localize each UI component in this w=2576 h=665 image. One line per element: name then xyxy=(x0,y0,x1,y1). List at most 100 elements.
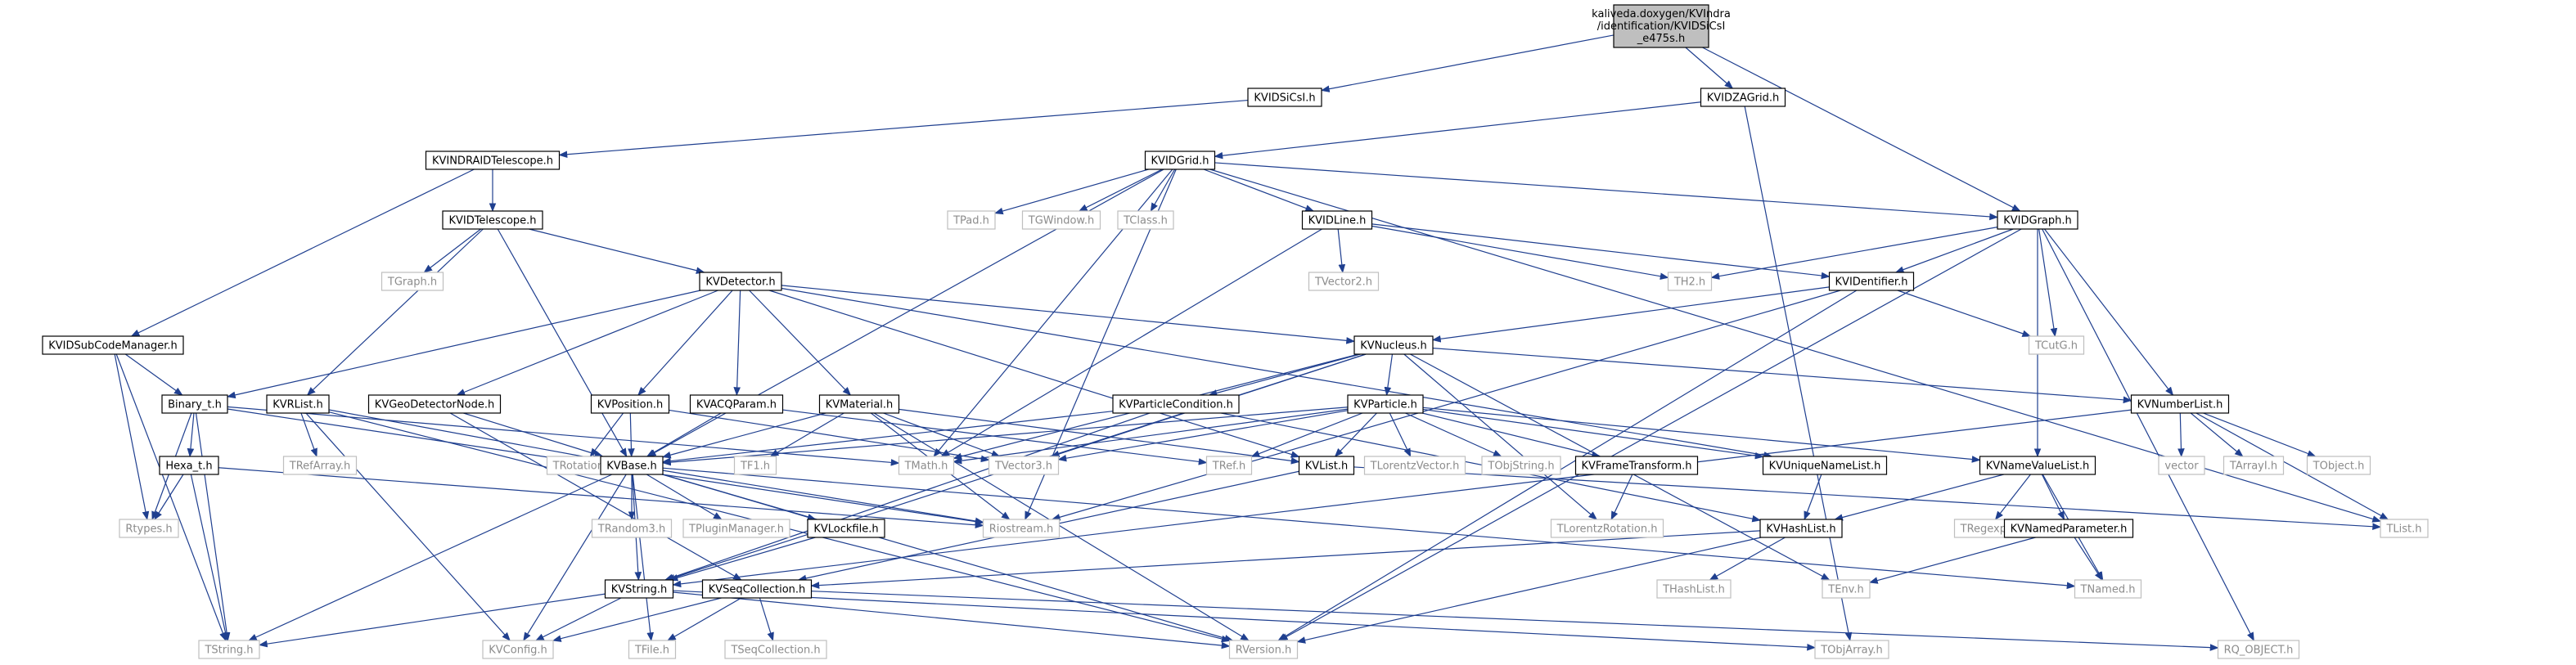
node-kvnumberlist[interactable]: KVNumberList.h xyxy=(2130,394,2230,414)
node-kvacqparam[interactable]: KVACQParam.h xyxy=(689,394,784,414)
node-tobjarray[interactable]: TObjArray.h xyxy=(1814,640,1889,659)
node-tref[interactable]: TRef.h xyxy=(1205,456,1253,475)
node-kvidgraph[interactable]: KVIDGraph.h xyxy=(1997,210,2078,230)
node-tmath[interactable]: TMath.h xyxy=(898,456,955,475)
node-thashlist[interactable]: THashList.h xyxy=(1656,579,1732,599)
node-riostream[interactable]: Riostream.h xyxy=(982,519,1061,538)
node-kvidzagrid[interactable]: KVIDZAGrid.h xyxy=(1700,88,1786,107)
node-kvdetector[interactable]: KVDetector.h xyxy=(699,272,782,291)
node-box-kvnucleus xyxy=(1353,335,1434,355)
edge-kvparticle-to-kvframetransform xyxy=(1421,412,1601,458)
node-tstring[interactable]: TString.h xyxy=(198,640,260,659)
node-kvidsubcodemanager[interactable]: KVIDSubCodeManager.h xyxy=(42,335,184,355)
node-label-tpad: TPad.h xyxy=(952,215,989,227)
node-kvnamedparameter[interactable]: KVNamedParameter.h xyxy=(2003,519,2134,538)
edge-kvidgraph-to-rversion xyxy=(1278,228,2022,641)
node-th2[interactable]: TH2.h xyxy=(1667,272,1713,291)
node-tobject[interactable]: TObject.h xyxy=(2306,456,2371,475)
node-tlorentzvector[interactable]: TLorentzVector.h xyxy=(1363,456,1466,475)
node-vector[interactable]: vector xyxy=(2158,456,2205,475)
node-kvmaterial[interactable]: KVMaterial.h xyxy=(818,394,900,414)
node-trandom3[interactable]: TRandom3.h xyxy=(591,519,673,538)
edge-kvnucleus-to-kvnumberlist xyxy=(1432,347,2132,404)
node-tarrayi[interactable]: TArrayI.h xyxy=(2222,456,2285,475)
node-tgraph[interactable]: TGraph.h xyxy=(381,272,444,291)
node-tvector3[interactable]: TVector3.h xyxy=(988,456,1060,475)
node-kvconfig[interactable]: KVConfig.h xyxy=(482,640,554,659)
root-node[interactable]: kaliveda.doxygen/KVIndra /identification… xyxy=(1592,4,1731,48)
node-box-kvparticlecondition xyxy=(1112,394,1240,414)
node-box-vector xyxy=(2158,456,2205,475)
node-kvlist[interactable]: KVList.h xyxy=(1298,456,1355,475)
node-trefarray[interactable]: TRefArray.h xyxy=(282,456,358,475)
node-box-tobject xyxy=(2306,456,2371,475)
node-kvindraidtelescope[interactable]: KVINDRAIDTelescope.h xyxy=(425,151,561,170)
node-tnamed[interactable]: TNamed.h xyxy=(2074,579,2142,599)
node-label-tmath: TMath.h xyxy=(904,461,948,473)
node-kvidgrid[interactable]: KVIDGrid.h xyxy=(1144,151,1216,170)
edge-kvparticlecondition-to-kvbase xyxy=(661,411,1114,465)
node-kvbase[interactable]: KVBase.h xyxy=(600,456,664,475)
node-binary_t[interactable]: Binary_t.h xyxy=(161,394,228,414)
node-kvseqcollection[interactable]: KVSeqCollection.h xyxy=(701,579,813,599)
node-kvgeodetectornode[interactable]: KVGeoDetectorNode.h xyxy=(367,394,502,414)
edge-kvidtelescope-to-kvdetector xyxy=(529,228,705,274)
node-box-kvconfig xyxy=(482,640,554,659)
node-kvidline[interactable]: KVIDLine.h xyxy=(1301,210,1373,230)
node-kvposition[interactable]: KVPosition.h xyxy=(590,394,670,414)
node-label-kvnamedparameter: KVNamedParameter.h xyxy=(2011,523,2128,536)
node-tf1[interactable]: TF1.h xyxy=(733,456,777,475)
node-kvhashlist[interactable]: KVHashList.h xyxy=(1759,519,1843,538)
node-tlorentzrotation[interactable]: TLorentzRotation.h xyxy=(1550,519,1664,538)
edge-kvmaterial-to-kvlist xyxy=(898,408,1300,465)
edge-kvposition-to-kvbase xyxy=(628,412,635,458)
node-tobjstring[interactable]: TObjString.h xyxy=(1481,456,1561,475)
node-label-kvnumberlist: KVNumberList.h xyxy=(2137,399,2223,411)
node-label-trandom3: TRandom3.h xyxy=(597,523,665,536)
edge-kvstring-to-kvconfig xyxy=(535,597,622,641)
node-kvparticlecondition[interactable]: KVParticleCondition.h xyxy=(1112,394,1240,414)
node-rtypes[interactable]: Rtypes.h xyxy=(119,519,179,538)
node-box-kvidentifier xyxy=(1828,272,1915,291)
node-kvnucleus[interactable]: KVNucleus.h xyxy=(1353,335,1434,355)
node-tenv[interactable]: TEnv.h xyxy=(1822,579,1871,599)
node-box-rq_object xyxy=(2217,640,2300,659)
node-kvidentifier[interactable]: KVIDentifier.h xyxy=(1828,272,1915,291)
node-rversion[interactable]: RVersion.h xyxy=(1228,640,1299,659)
node-kvstring[interactable]: KVString.h xyxy=(604,579,674,599)
node-kvframetransform[interactable]: KVFrameTransform.h xyxy=(1574,456,1699,475)
node-label-kvhashlist: KVHashList.h xyxy=(1766,523,1835,536)
node-tseqcollection[interactable]: TSeqCollection.h xyxy=(724,640,827,659)
node-label-tpluginmanager: TPluginManager.h xyxy=(688,523,784,536)
node-kvrlist[interactable]: KVRList.h xyxy=(266,394,330,414)
node-tcutg[interactable]: TCutG.h xyxy=(2028,335,2085,355)
node-tlist[interactable]: TList.h xyxy=(2380,519,2429,538)
node-kvidtelescope[interactable]: KVIDTelescope.h xyxy=(442,210,543,230)
node-box-thashlist xyxy=(1656,579,1732,599)
node-kvparticle[interactable]: KVParticle.h xyxy=(1347,394,1424,414)
node-tpluginmanager[interactable]: TPluginManager.h xyxy=(682,519,790,538)
node-kvuniquenamelist[interactable]: KVUniqueNameList.h xyxy=(1762,456,1888,475)
node-tfile[interactable]: TFile.h xyxy=(628,640,677,659)
node-tvector2[interactable]: TVector2.h xyxy=(1308,272,1380,291)
node-kvnamevaluelist[interactable]: KVNameValueList.h xyxy=(1979,456,2096,475)
node-rq_object[interactable]: RQ_OBJECT.h xyxy=(2217,640,2300,659)
node-box-kvuniquenamelist xyxy=(1762,456,1888,475)
node-tclass[interactable]: TClass.h xyxy=(1117,210,1174,230)
edge-kvdetector-to-kvuniquenamelist xyxy=(781,287,1773,459)
node-label-tf1: TF1.h xyxy=(740,461,770,473)
node-hexa_t[interactable]: Hexa_t.h xyxy=(159,456,219,475)
node-tpad[interactable]: TPad.h xyxy=(947,210,996,230)
edge-kvnamedparameter-to-tnamed xyxy=(2074,537,2103,581)
edge-kvidline-to-tvector2 xyxy=(1337,228,1346,274)
node-kvlockfile[interactable]: KVLockfile.h xyxy=(807,519,885,538)
node-kvidsicsi[interactable]: KVIDSiCsI.h xyxy=(1247,88,1322,107)
node-label-tlorentzrotation: TLorentzRotation.h xyxy=(1556,523,1658,536)
edge-kvdetector-to-kvlist xyxy=(768,290,1300,458)
node-tgwindow[interactable]: TGWindow.h xyxy=(1021,210,1101,230)
edge-kvidline-to-tmath xyxy=(940,228,1322,457)
edge-kvbase-to-kvconfig xyxy=(523,474,627,641)
node-box-kvrlist xyxy=(266,394,330,414)
node-box-kvgeodetectornode xyxy=(367,394,502,414)
node-label-rq_object: RQ_OBJECT.h xyxy=(2224,645,2294,657)
